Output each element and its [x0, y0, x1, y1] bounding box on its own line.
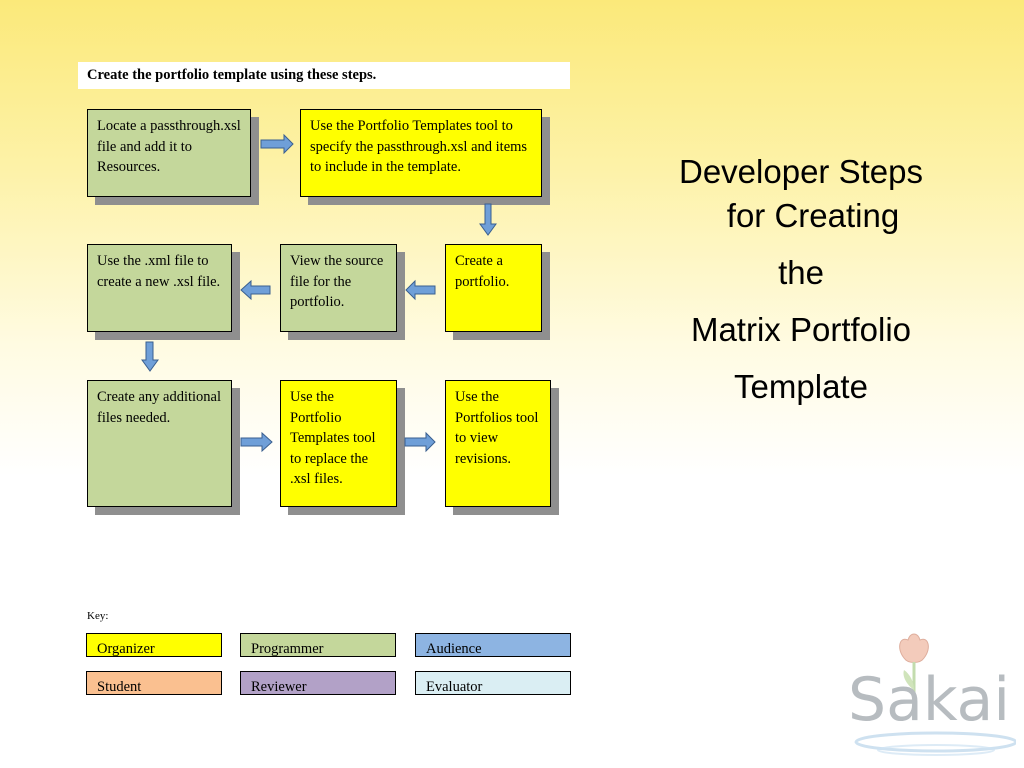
- step-5-create-xsl: Use the .xml file to create a new .xsl f…: [87, 244, 232, 332]
- arrow-right-3: [404, 431, 436, 453]
- arrow-right-2: [240, 431, 273, 453]
- step-4-view-source: View the source file for the portfolio.: [280, 244, 397, 332]
- key-audience: Audience: [415, 633, 571, 657]
- key-organizer: Organizer: [86, 633, 222, 657]
- title-line-4: Matrix Portfolio: [690, 311, 912, 348]
- step-3-create-portfolio: Create a portfolio.: [445, 244, 542, 332]
- step-7-replace-xsl: Use the Portfolio Templates tool to repl…: [280, 380, 397, 507]
- title-line-5: Template: [734, 368, 868, 405]
- title-line-3: the: [778, 254, 824, 291]
- key-reviewer: Reviewer: [240, 671, 396, 695]
- title-line-1: Developer Steps: [679, 153, 923, 190]
- step-6-create-additional: Create any additional files needed.: [87, 380, 232, 507]
- arrow-down-2: [141, 341, 159, 372]
- key-student: Student: [86, 671, 222, 695]
- logo-text: Sakai: [848, 665, 1010, 735]
- step-2-specify-template: Use the Portfolio Templates tool to spec…: [300, 109, 542, 197]
- key-evaluator: Evaluator: [415, 671, 571, 695]
- diagram-header: Create the portfolio template using thes…: [78, 62, 570, 89]
- tulip-icon: [899, 633, 929, 700]
- key-programmer: Programmer: [240, 633, 396, 657]
- step-1-locate-passthrough: Locate a passthrough.xsl file and add it…: [87, 109, 251, 197]
- arrow-down-1: [479, 203, 497, 236]
- title-line-2: for Creating: [726, 197, 900, 234]
- arrow-left-1: [405, 279, 436, 301]
- sakai-logo: Sakai: [848, 633, 1016, 756]
- step-8-view-revisions: Use the Portfolios tool to view revision…: [445, 380, 551, 507]
- arrow-left-2: [240, 279, 271, 301]
- arrow-right-1: [260, 133, 294, 155]
- slide-title: Developer Steps for Creating the Matrix …: [612, 143, 990, 415]
- key-label: Key:: [87, 610, 109, 622]
